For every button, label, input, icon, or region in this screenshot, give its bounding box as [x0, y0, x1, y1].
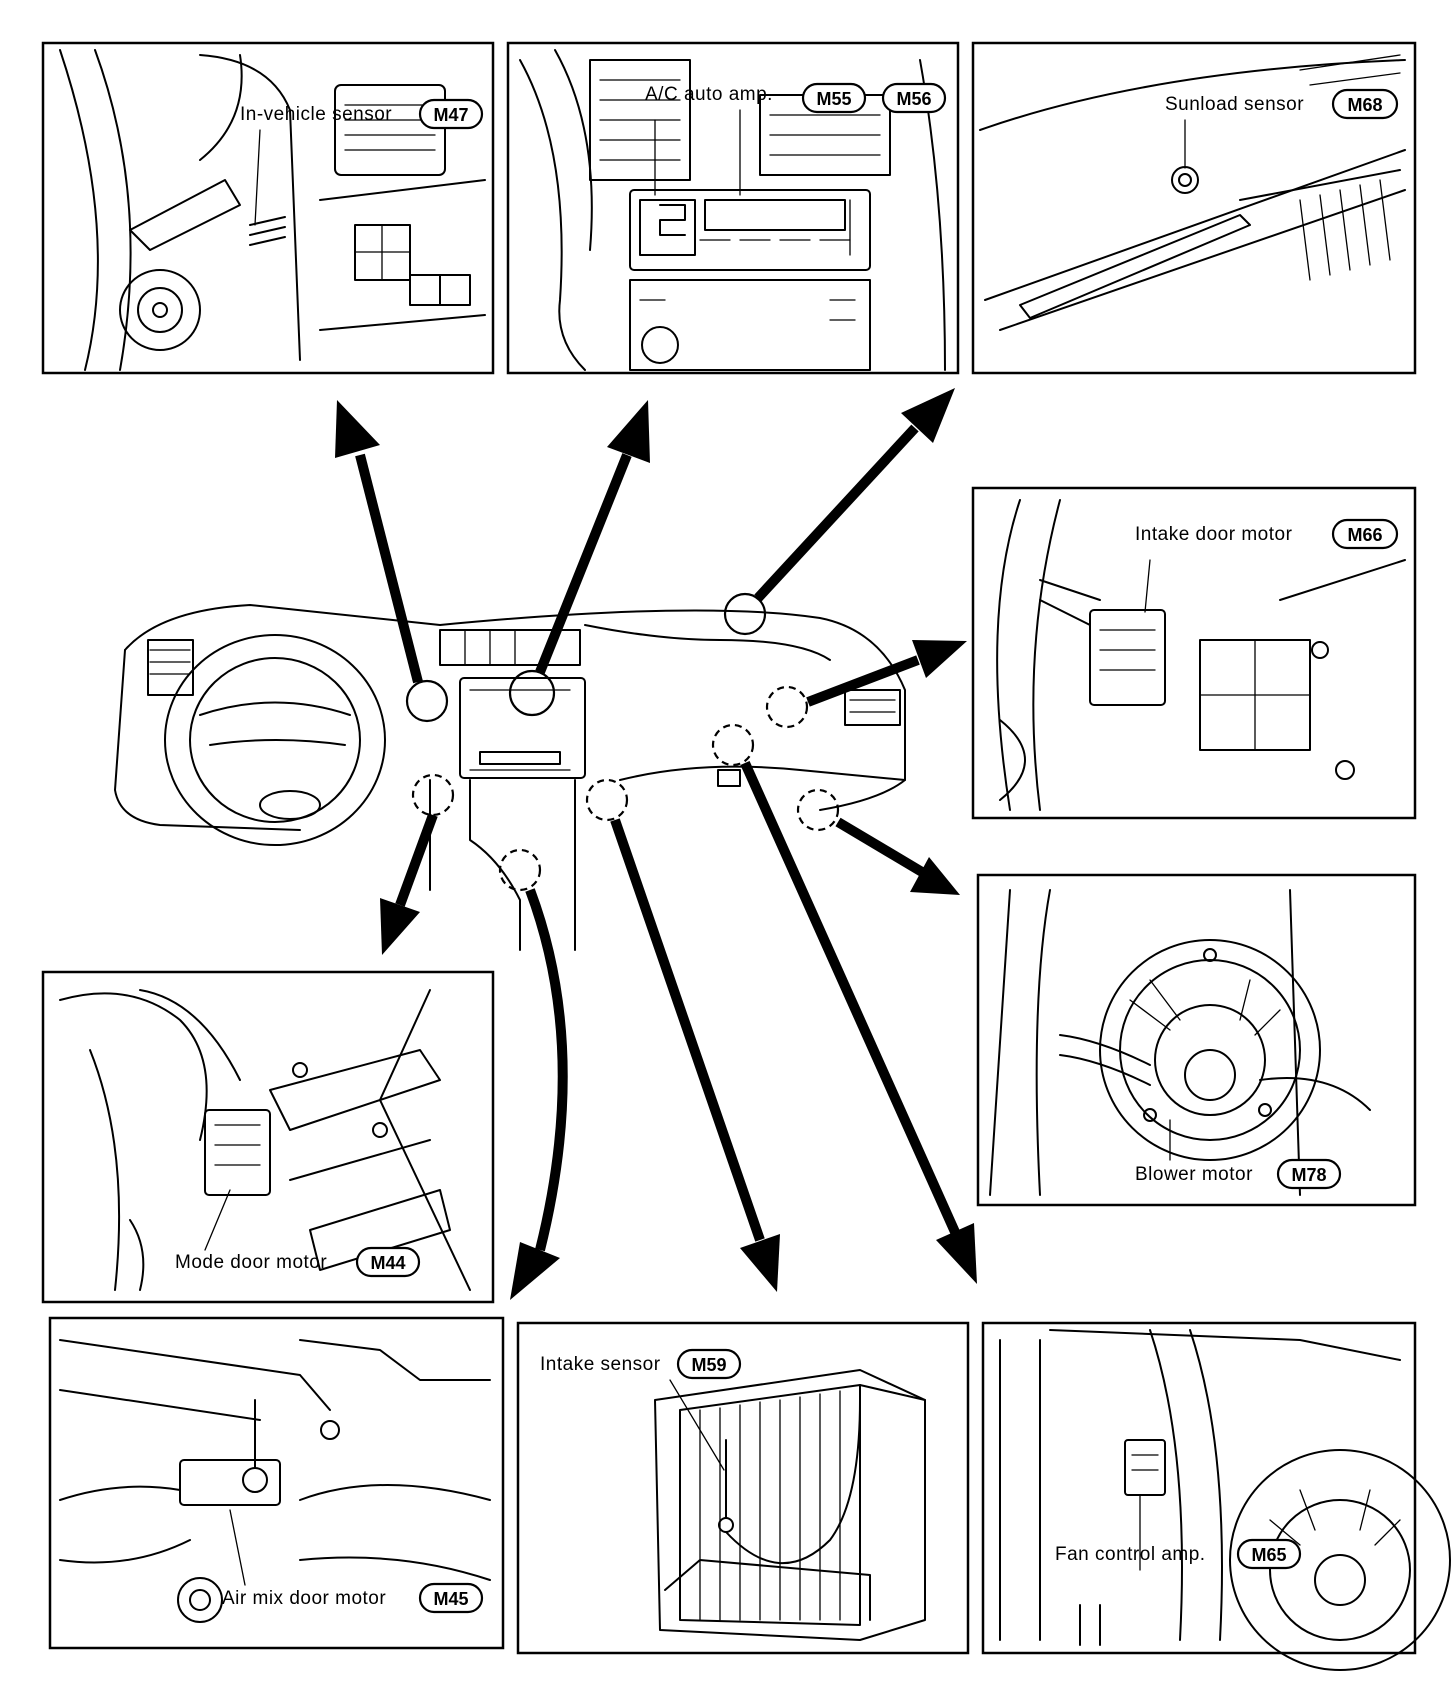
fan-control-amp-code-badge: M65: [1236, 1538, 1302, 1570]
fan-control-amp-label: Fan control amp.: [1055, 1544, 1206, 1565]
sunload-sensor-code: M68: [1347, 95, 1382, 115]
marker-intake-sensor: [585, 778, 629, 822]
sunload-sensor-label: Sunload sensor: [1165, 94, 1304, 115]
panel-sunload-sensor: Sunload sensor M68: [971, 41, 1417, 375]
intake-sensor-code-badge: M59: [676, 1348, 742, 1380]
sunload-sensor-code-badge: M68: [1331, 88, 1399, 120]
panel-intake-sensor: Intake sensor M59: [516, 1321, 970, 1655]
ac-auto-amp-code-badge-1: M55: [801, 82, 867, 114]
blower-motor-code: M78: [1291, 1165, 1326, 1185]
fan-control-amp-code: M65: [1251, 1545, 1286, 1565]
arrow-to-ac-auto-amp: [535, 400, 650, 674]
dashboard-overview: [114, 592, 906, 951]
intake-door-motor-code-badge: M66: [1331, 518, 1399, 550]
arrow-to-blower-motor: [835, 817, 960, 895]
mode-door-motor-label: Mode door motor: [175, 1252, 327, 1273]
arrow-to-intake-sensor: [610, 818, 780, 1292]
arrow-to-in-vehicle-sensor: [335, 400, 423, 684]
arrow-to-fan-control-amp: [740, 760, 977, 1284]
blower-motor-code-badge: M78: [1276, 1158, 1342, 1190]
panel-ac-auto-amp: A/C auto amp. M55 M56: [506, 41, 960, 375]
panel-in-vehicle-sensor: In-vehicle sensor M47: [41, 41, 495, 375]
in-vehicle-sensor-code: M47: [433, 105, 468, 125]
marker-air-mix-door-motor: [498, 848, 542, 892]
air-mix-door-motor-label: Air mix door motor: [222, 1588, 386, 1609]
panel-fan-control-amp: Fan control amp. M65: [981, 1321, 1451, 1671]
marker-mode-door-motor: [411, 773, 455, 817]
intake-sensor-code: M59: [691, 1355, 726, 1375]
marker-blower-motor: [796, 788, 840, 832]
in-vehicle-sensor-label: In-vehicle sensor: [240, 104, 392, 125]
blower-motor-label: Blower motor: [1135, 1164, 1253, 1185]
intake-door-motor-label: Intake door motor: [1135, 524, 1293, 545]
leader-arrows: [335, 388, 977, 1300]
marker-intake-door-motor: [765, 685, 809, 729]
in-vehicle-sensor-code-badge: M47: [418, 98, 484, 130]
intake-sensor-label: Intake sensor: [540, 1354, 661, 1375]
ac-auto-amp-code-1: M55: [816, 89, 851, 109]
panel-intake-door-motor: Intake door motor M66: [971, 486, 1417, 820]
intake-door-motor-code: M66: [1347, 525, 1382, 545]
marker-sunload-sensor: [723, 592, 767, 636]
air-mix-door-motor-code: M45: [433, 1589, 468, 1609]
arrow-to-air-mix-door-motor: [510, 888, 568, 1300]
panel-blower-motor: Blower motor M78: [976, 873, 1417, 1207]
arrow-to-sunload-sensor: [754, 388, 955, 602]
ac-auto-amp-code-badge-2: M56: [881, 82, 947, 114]
arrow-to-mode-door-motor: [380, 813, 438, 955]
air-mix-door-motor-code-badge: M45: [418, 1582, 484, 1614]
marker-in-vehicle-sensor: [405, 679, 449, 723]
ac-auto-amp-label: A/C auto amp.: [645, 84, 773, 105]
panel-mode-door-motor: Mode door motor M44: [41, 970, 495, 1304]
panel-air-mix-door-motor: Air mix door motor M45: [48, 1316, 505, 1650]
marker-ac-auto-amp: [508, 669, 556, 717]
mode-door-motor-code: M44: [370, 1253, 405, 1273]
mode-door-motor-code-badge: M44: [355, 1246, 421, 1278]
ac-auto-amp-code-2: M56: [896, 89, 931, 109]
marker-fan-control-amp: [711, 723, 755, 767]
arrow-to-intake-door-motor: [806, 640, 967, 707]
